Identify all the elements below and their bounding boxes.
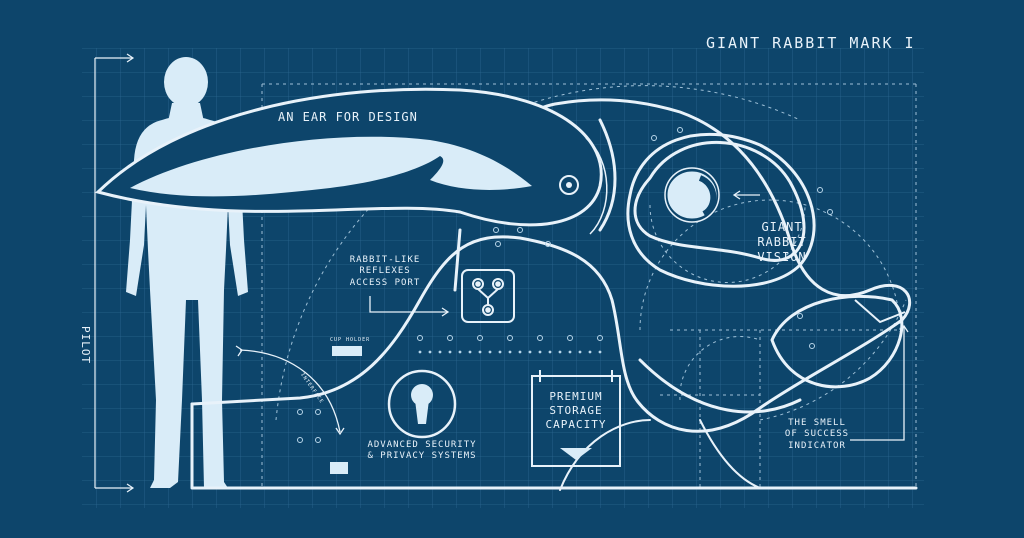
rabbit-eye [664,167,720,223]
storage-box [531,370,621,467]
reflexes-label-line-3: ACCESS PORT [349,277,421,288]
smell-label-line-1: THE SMELL [788,418,846,428]
smell-label-line-2: OF SUCCESS [784,429,850,440]
storage-label-line-1: PREMIUM [549,390,603,403]
security-label-line-2: & PRIVACY SYSTEMS [367,451,477,462]
rabbit-ear [95,87,608,235]
cup-holder-icon [332,346,362,356]
storage-label: PREMIUM STORAGE CAPACITY [532,390,620,431]
storage-label-line-2: STORAGE [549,403,603,417]
storage-label-line-3: CAPACITY [545,417,607,431]
rivets [297,127,833,443]
vision-label-line-1: GIANT [761,220,803,234]
pilot-dimension [94,53,135,493]
access-port-icon [461,269,515,323]
smell-label: THE SMELL OF SUCCESS INDICATOR [768,418,866,452]
rabbit-outline [190,98,918,491]
pilot-label: PILOT [79,326,92,365]
dot-rows [418,350,602,354]
vision-label-line-3: VISION [757,250,807,264]
diagram-title: GIANT RABBIT MARK I [706,34,916,52]
reflexes-label: RABBIT-LIKE REFLEXES ACCESS PORT [340,255,430,289]
security-label: ADVANCED SECURITY & PRIVACY SYSTEMS [366,440,478,463]
rabbit-nose [854,299,906,324]
vision-label: GIANT RABBIT VISION [748,220,816,265]
construction-lines [261,83,918,488]
reflexes-label-line-2: REFLEXES [359,266,411,277]
smell-label-line-3: INDICATOR [788,440,846,451]
keyhole-icon [387,369,457,439]
vision-label-line-2: RABBIT [757,235,807,249]
callout-leaders [235,190,909,441]
cup-holder-label: CUP HOLDER [330,337,371,343]
reflexes-label-line-1: RABBIT-LIKE [349,255,421,265]
ear-label: AN EAR FOR DESIGN [278,110,418,124]
interface-plug-icon [330,462,348,474]
security-label-line-1: ADVANCED SECURITY [367,440,477,450]
